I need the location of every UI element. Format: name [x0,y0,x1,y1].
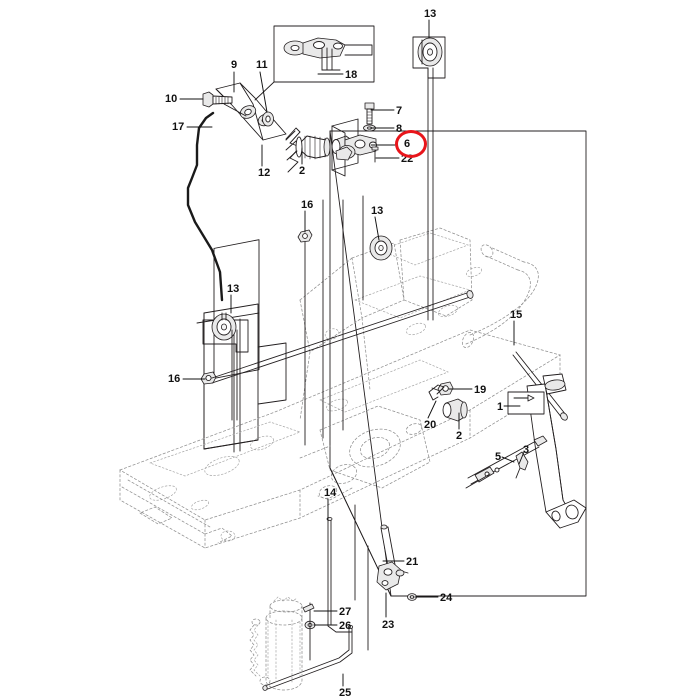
callout-leader-lines [179,19,525,687]
chassis-hidden-geometry [119,227,561,549]
leader-line-20 [427,400,437,419]
callout-label-8-6: 8 [396,123,403,135]
callout-label-17-9: 17 [172,121,185,133]
part-1-handle-tube [507,373,587,529]
part-24-washer [407,593,417,601]
inset-detail-panel [254,25,375,101]
callout-label-10-4: 10 [165,93,178,105]
part-9-bracket [215,82,287,141]
callout-label-16-12: 16 [301,199,314,211]
callout-label-26-28: 26 [339,620,352,632]
callout-label-13-0: 13 [424,8,437,20]
callout-label-15-15: 15 [510,309,523,321]
callout-label-14-23: 14 [324,487,337,499]
part-13-pulley-top [412,36,446,321]
callout-label-18-3: 18 [345,69,358,81]
callout-label-21-24: 21 [406,556,419,568]
callout-label-2-11: 2 [299,165,306,177]
callout-label-5-22: 5 [495,451,502,463]
part-13-pulley-mid [369,235,393,261]
main-reference-plate [329,130,587,597]
callout-label-7-5: 7 [396,105,403,117]
callout-label-19-17: 19 [474,384,487,396]
part-27-clip [302,602,315,661]
callout-label-23-26: 23 [382,619,395,631]
highlight-ring-part-6 [395,130,427,158]
leader-line-5 [501,456,515,463]
part-14-wire [326,517,353,633]
callout-label-12-10: 12 [258,167,271,179]
callout-label-20-18: 20 [424,419,437,431]
left-frame-panel [196,239,287,453]
leader-line-11 [259,71,268,113]
part-11-bushing [262,111,274,127]
part-20-clip [428,384,445,401]
damper-cylinder-assembly [249,596,303,691]
callout-label-13-14: 13 [227,283,240,295]
part-17-control-rod [186,111,224,302]
parts-cluster-7-8-6-22 [331,102,379,177]
part-5-tie-rod [465,435,548,489]
leader-line-13 [374,216,380,241]
callout-label-3-21: 3 [523,444,530,456]
callout-label-9-1: 9 [231,59,238,71]
callout-label-2-20: 2 [456,430,463,442]
callout-label-11-2: 11 [256,59,268,71]
part-13-pulley-left [202,312,249,421]
callout-label-22-8: 22 [401,153,414,165]
part-2-stop-bottom [442,398,468,422]
long-diagonal-rod-upper [211,290,474,384]
callout-label-1-19: 1 [497,401,504,413]
part-16-nut-upper [297,229,313,243]
part-10-bolt [202,91,233,108]
part-19-nut [437,381,454,396]
callout-label-13-13: 13 [371,205,384,217]
callout-label-24-25: 24 [440,592,453,604]
callout-label-25-29: 25 [339,687,352,699]
leader-line-3 [518,451,525,465]
part-12-spring [285,127,331,173]
part-23-bracket [376,561,409,591]
callout-label-16-16: 16 [168,373,181,385]
control-wire-bundle [304,195,364,446]
callout-label-27-27: 27 [339,606,352,618]
